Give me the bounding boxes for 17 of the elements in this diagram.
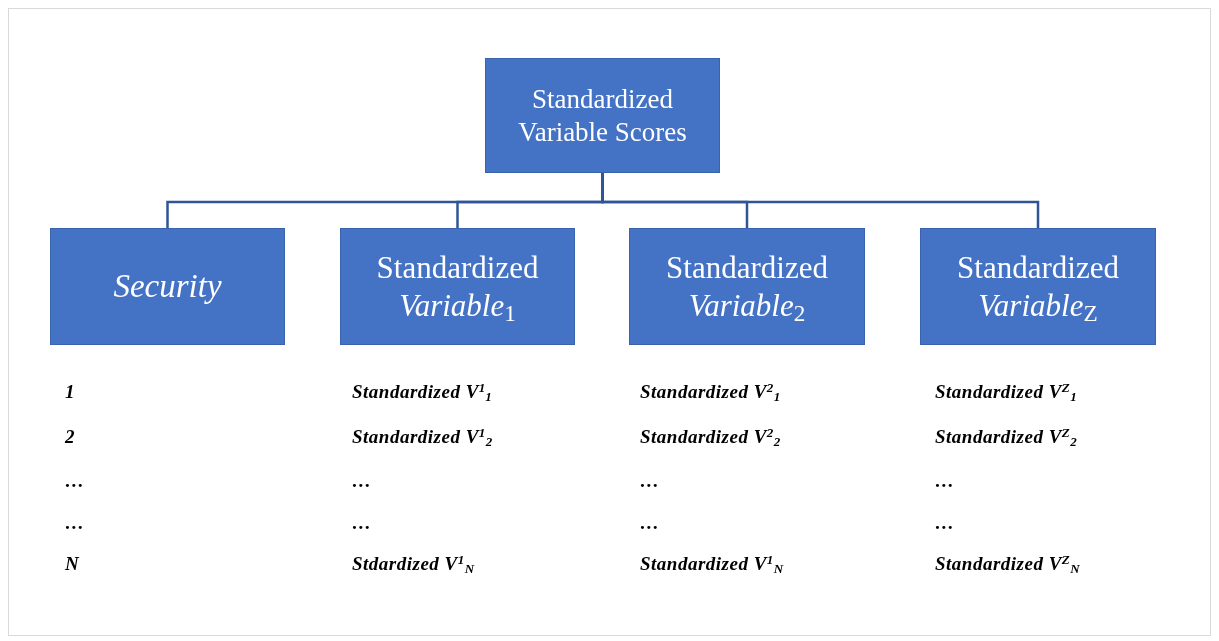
connector-line xyxy=(601,173,1040,228)
table-entry: … xyxy=(935,511,955,535)
variable-box: Standardized Variable$_{1}$ xyxy=(340,228,575,345)
table-entry: … xyxy=(352,469,372,493)
variable-box: Standardized Variable Scores xyxy=(485,58,720,173)
table-entry: N xyxy=(65,552,80,576)
table-entry: … xyxy=(352,511,372,535)
table-entry: 2 xyxy=(65,425,75,449)
table-entry: … xyxy=(65,469,85,493)
variable-box: Standardized Variable$_{Z}$ xyxy=(920,228,1156,345)
variable-box: Security xyxy=(50,228,285,345)
table-entry: … xyxy=(935,469,955,493)
variable-box: Standardized Variable$_{2}$ xyxy=(629,228,865,345)
table-entry: … xyxy=(640,511,660,535)
table-entry: … xyxy=(65,511,85,535)
table-entry: … xyxy=(640,469,660,493)
table-entry: 1 xyxy=(65,380,75,404)
